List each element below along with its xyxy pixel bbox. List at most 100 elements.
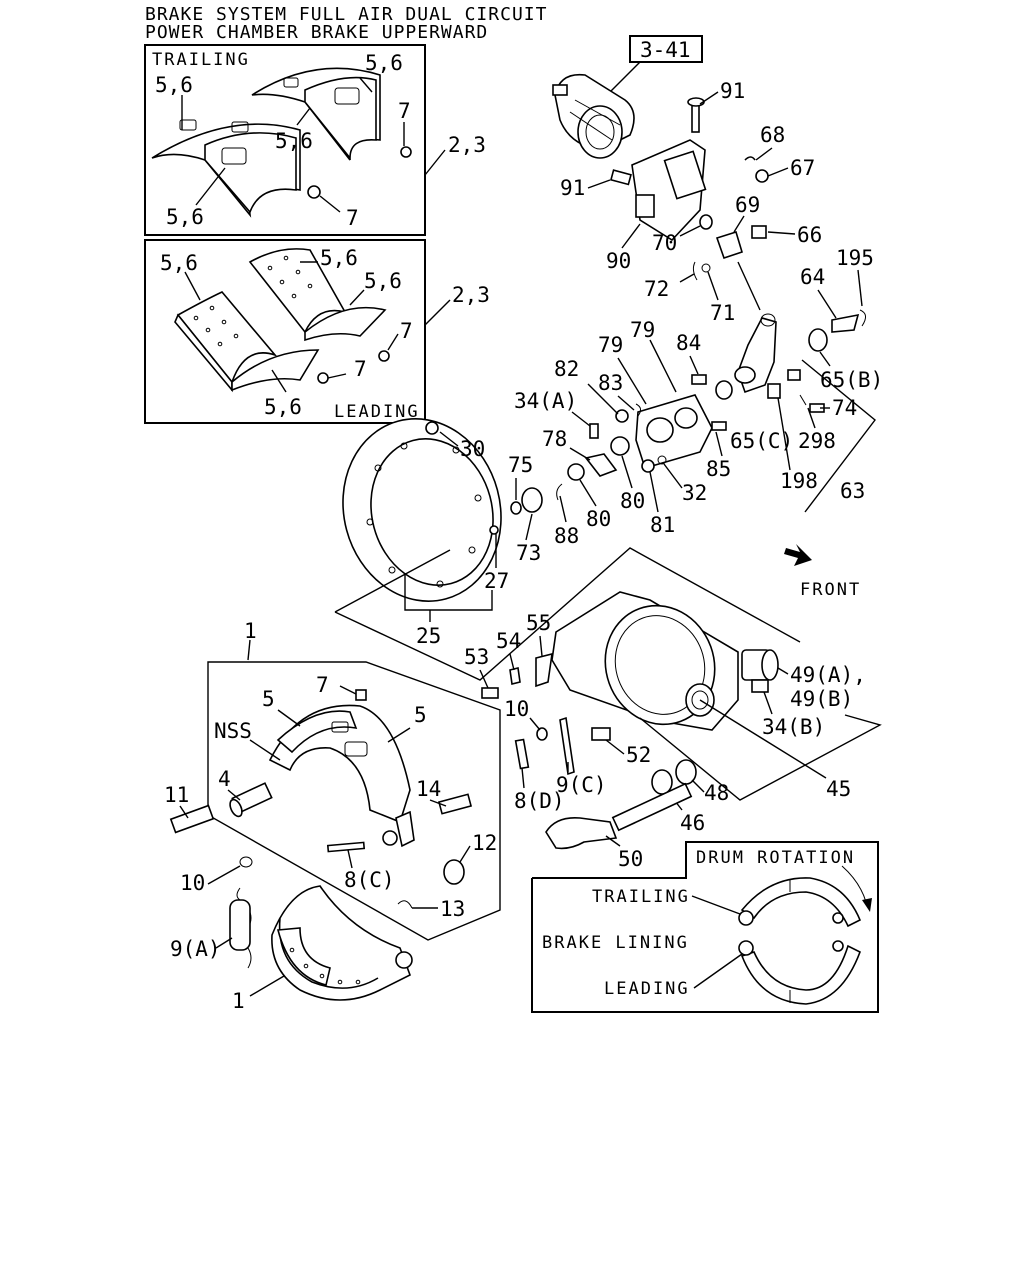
return-spring — [229, 887, 252, 969]
shoe-assembly-lower — [271, 885, 413, 1001]
label-10-top: 10 — [504, 697, 529, 721]
label-91-top: 91 — [720, 79, 745, 103]
brake-spider-housing — [481, 591, 779, 795]
legend-brake-lining: BRAKE LINING — [542, 933, 689, 953]
leading-label-5-6-a: 5,6 — [160, 251, 198, 275]
label-1-top: 1 — [244, 619, 257, 643]
label-48: 48 — [704, 781, 729, 805]
label-9c: 9(C) — [556, 773, 607, 797]
legend-trailing: TRAILING — [592, 887, 690, 907]
leading-label-2-3: 2,3 — [452, 283, 490, 307]
label-72: 72 — [644, 277, 669, 301]
label-83: 83 — [598, 371, 623, 395]
label-88: 88 — [554, 524, 579, 548]
trailing-label-5-6-d: 5,6 — [166, 205, 204, 229]
trailing-label-5-6-a: 5,6 — [155, 73, 193, 97]
label-8c: 8(C) — [344, 868, 395, 892]
label-12: 12 — [472, 831, 497, 855]
label-7-shoe: 7 — [316, 673, 329, 697]
label-69: 69 — [735, 193, 760, 217]
power-chamber-assembly — [552, 73, 769, 281]
cam-support-plate — [510, 374, 727, 515]
trailing-label-7-b: 7 — [346, 206, 359, 230]
label-78: 78 — [542, 427, 567, 451]
label-66: 66 — [797, 223, 822, 247]
label-198: 198 — [780, 469, 818, 493]
shoe-assembly-upper — [268, 689, 415, 848]
label-67: 67 — [790, 156, 815, 180]
label-5-right: 5 — [414, 703, 427, 727]
label-52: 52 — [626, 743, 651, 767]
label-4: 4 — [218, 767, 231, 791]
label-63: 63 — [840, 479, 865, 503]
leading-label-5-6-b: 5,6 — [320, 246, 358, 270]
label-5-left: 5 — [262, 687, 275, 711]
label-79-left: 79 — [598, 333, 623, 357]
label-32: 32 — [682, 481, 707, 505]
label-34b: 34(B) — [762, 715, 825, 739]
label-1-bottom: 1 — [232, 989, 245, 1013]
leading-label-7-a: 7 — [400, 319, 413, 343]
label-70: 70 — [652, 231, 677, 255]
trailing-label-7-a: 7 — [398, 99, 411, 123]
trailing-label-5-6-b: 5,6 — [365, 51, 403, 75]
label-54: 54 — [496, 629, 521, 653]
title-line-2: POWER CHAMBER BRAKE UPPERWARD — [145, 22, 488, 43]
title-line-1: BRAKE SYSTEM FULL AIR DUAL CIRCUIT — [145, 4, 547, 25]
label-82: 82 — [554, 357, 579, 381]
label-49a: 49(A), — [790, 663, 866, 687]
label-74: 74 — [832, 396, 857, 420]
label-49b: 49(B) — [790, 687, 853, 711]
reference-box-text: 3-41 — [640, 38, 691, 62]
label-34a: 34(A) — [514, 389, 577, 413]
label-80-left: 80 — [586, 507, 611, 531]
drum-rotation-legend: DRUM ROTATION TRAILING BRAKE LINING LEAD… — [531, 841, 879, 1013]
label-45: 45 — [826, 777, 851, 801]
label-14: 14 — [416, 777, 441, 801]
reference-box — [629, 35, 703, 63]
front-label: FRONT — [800, 580, 861, 600]
trailing-label-2-3: 2,3 — [448, 133, 486, 157]
legend-title: DRUM ROTATION — [696, 848, 855, 868]
front-arrow-icon — [784, 544, 812, 566]
dust-shield — [342, 418, 502, 602]
label-25: 25 — [416, 624, 441, 648]
leading-label-7-b: 7 — [354, 357, 367, 381]
label-298: 298 — [798, 429, 836, 453]
leading-caption: LEADING — [334, 402, 420, 422]
label-13: 13 — [440, 897, 465, 921]
label-84: 84 — [676, 331, 701, 355]
label-53: 53 — [464, 645, 489, 669]
label-65b: 65(B) — [820, 368, 883, 392]
legend-leading: LEADING — [604, 979, 690, 999]
label-8d: 8(D) — [514, 789, 565, 813]
label-55: 55 — [526, 611, 551, 635]
trailing-caption: TRAILING — [152, 50, 250, 70]
label-80-right: 80 — [620, 489, 645, 513]
anchor-pins — [169, 782, 473, 909]
leading-label-5-6-c: 5,6 — [364, 269, 402, 293]
label-65c: 65(C) — [730, 429, 793, 453]
label-11: 11 — [164, 783, 189, 807]
label-81: 81 — [650, 513, 675, 537]
label-30: 30 — [460, 437, 485, 461]
label-75: 75 — [508, 453, 533, 477]
label-71: 71 — [710, 301, 735, 325]
label-91-left: 91 — [560, 176, 585, 200]
trailing-shoe-panel: TRAILING — [144, 44, 446, 236]
label-50: 50 — [618, 847, 643, 871]
label-46: 46 — [680, 811, 705, 835]
label-27: 27 — [484, 569, 509, 593]
label-90: 90 — [606, 249, 631, 273]
rotation-arrow-icon — [862, 898, 872, 912]
label-64: 64 — [800, 265, 825, 289]
label-9a: 9(A) — [170, 937, 221, 961]
adjuster-bracket — [715, 309, 866, 413]
label-10-bottom: 10 — [180, 871, 205, 895]
label-68: 68 — [760, 123, 785, 147]
leading-shoe-panel: LEADING — [144, 239, 451, 424]
camshaft — [545, 782, 693, 850]
label-85: 85 — [706, 457, 731, 481]
